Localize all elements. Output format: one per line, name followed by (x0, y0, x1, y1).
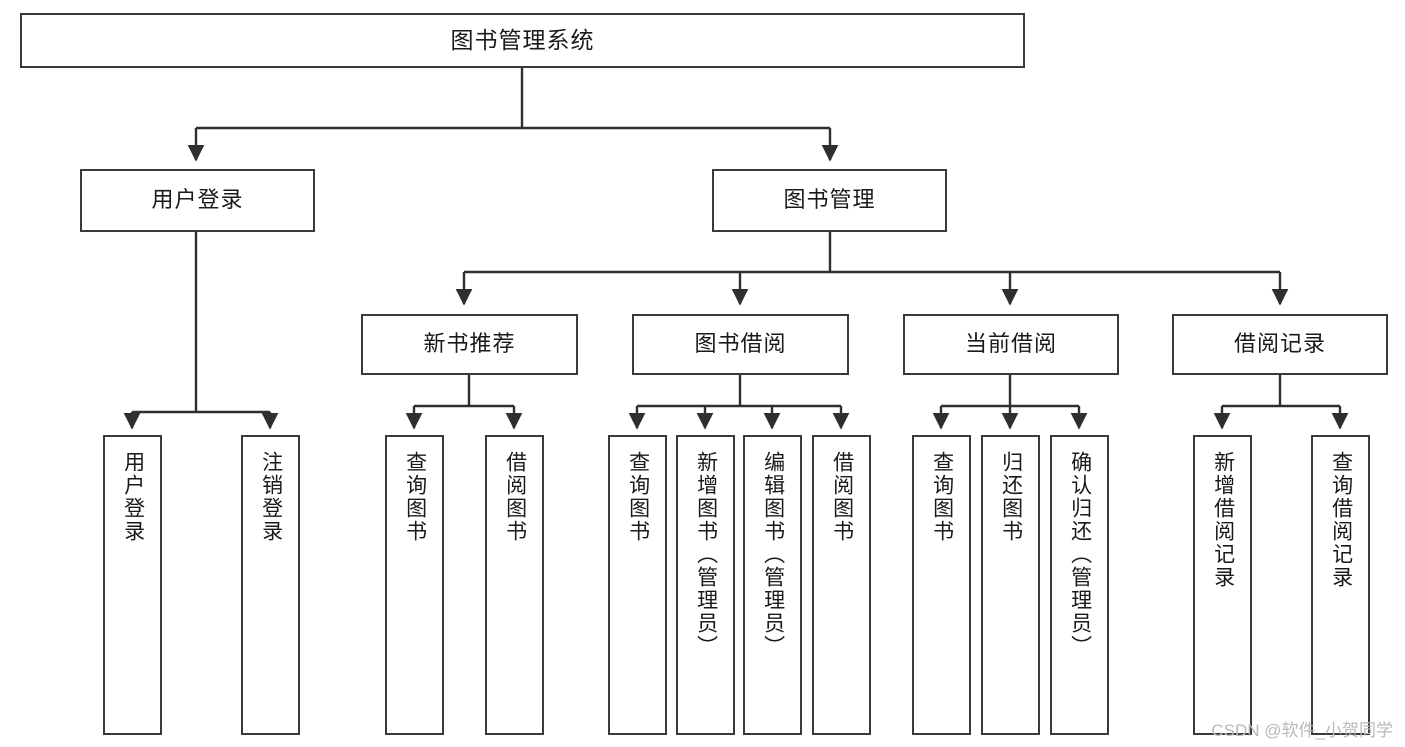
node-leaf-query-book-2[interactable]: 查询图书 (608, 435, 667, 735)
node-label: 用户登录 (151, 187, 244, 213)
node-new-book-recommend[interactable]: 新书推荐 (361, 314, 578, 375)
node-leaf-return-book[interactable]: 归还图书 (981, 435, 1040, 735)
node-label: 查询图书 (403, 451, 427, 543)
node-label: 借阅图书 (503, 451, 527, 543)
node-label: 查询图书 (930, 451, 954, 543)
node-label: 借阅记录 (1233, 331, 1326, 357)
node-book-borrow[interactable]: 图书借阅 (632, 314, 849, 375)
node-label: 图书管理系统 (450, 26, 595, 53)
node-label: 图书借阅 (694, 331, 787, 357)
node-label: 新书推荐 (423, 331, 516, 357)
node-label: 查询借阅记录 (1329, 451, 1353, 589)
node-leaf-user-login[interactable]: 用户登录 (103, 435, 162, 735)
node-label: 图书管理 (783, 187, 876, 213)
node-leaf-confirm-return[interactable]: 确认归还（管理员） (1050, 435, 1109, 735)
node-current-borrow[interactable]: 当前借阅 (903, 314, 1119, 375)
node-user-login[interactable]: 用户登录 (80, 169, 315, 232)
node-leaf-add-book[interactable]: 新增图书（管理员） (676, 435, 735, 735)
node-label: 当前借阅 (964, 331, 1057, 357)
watermark-text: CSDN @软件_小贺同学 (1211, 721, 1393, 740)
node-book-manage[interactable]: 图书管理 (712, 169, 947, 232)
node-label: 新增借阅记录 (1211, 451, 1235, 589)
node-leaf-edit-book[interactable]: 编辑图书（管理员） (743, 435, 802, 735)
node-leaf-query-book-1[interactable]: 查询图书 (385, 435, 444, 735)
node-label: 编辑图书（管理员） (761, 451, 785, 658)
node-label: 注销登录 (259, 451, 283, 543)
node-leaf-logout-login[interactable]: 注销登录 (241, 435, 300, 735)
node-leaf-query-record[interactable]: 查询借阅记录 (1311, 435, 1370, 735)
node-label: 查询图书 (626, 451, 650, 543)
node-root-system[interactable]: 图书管理系统 (20, 13, 1025, 68)
node-label: 确认归还（管理员） (1068, 451, 1092, 658)
node-leaf-borrow-book-2[interactable]: 借阅图书 (812, 435, 871, 735)
node-leaf-query-book-3[interactable]: 查询图书 (912, 435, 971, 735)
node-leaf-borrow-book-1[interactable]: 借阅图书 (485, 435, 544, 735)
node-label: 用户登录 (121, 451, 145, 543)
node-label: 归还图书 (999, 451, 1023, 543)
node-label: 新增图书（管理员） (694, 451, 718, 658)
node-label: 借阅图书 (830, 451, 854, 543)
node-borrow-record[interactable]: 借阅记录 (1172, 314, 1388, 375)
node-leaf-add-record[interactable]: 新增借阅记录 (1193, 435, 1252, 735)
